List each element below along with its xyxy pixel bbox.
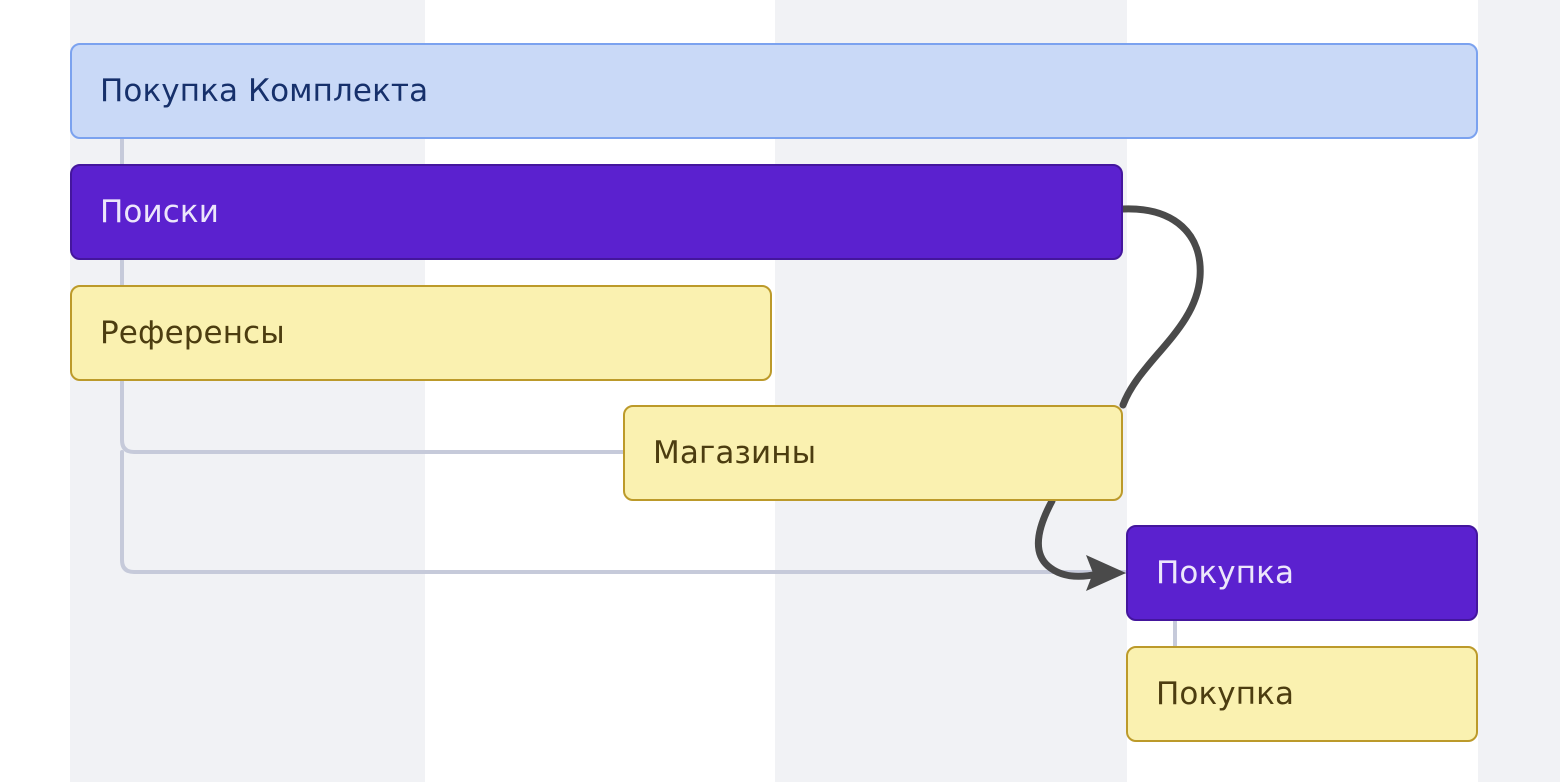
node-label: Референсы	[100, 314, 285, 351]
tree-trunk-line	[120, 137, 625, 454]
arrow-magaziny-to-pokupka-arrowhead	[1086, 555, 1126, 591]
node-poiski[interactable]: Поиски	[70, 164, 1123, 260]
node-pokupka-komplekta[interactable]: Покупка Комплекта	[70, 43, 1478, 139]
node-pokupka-purple[interactable]: Покупка	[1126, 525, 1478, 621]
node-label: Поиски	[100, 193, 219, 230]
node-referensy[interactable]: Референсы	[70, 285, 772, 381]
node-label: Магазины	[653, 434, 817, 471]
arrow-poiski-to-magaziny-line	[1119, 205, 1204, 409]
tree-branch-to-pokupka-line	[120, 450, 1128, 574]
arrow-magaziny-to-pokupka-line	[1034, 497, 1102, 580]
node-label: Покупка	[1156, 675, 1295, 712]
node-pokupka-yellow[interactable]: Покупка	[1126, 646, 1478, 742]
node-label: Покупка Комплекта	[100, 72, 429, 109]
node-label: Покупка	[1156, 554, 1295, 591]
node-magaziny[interactable]: Магазины	[623, 405, 1123, 501]
background-stripe-3	[1478, 0, 1560, 782]
